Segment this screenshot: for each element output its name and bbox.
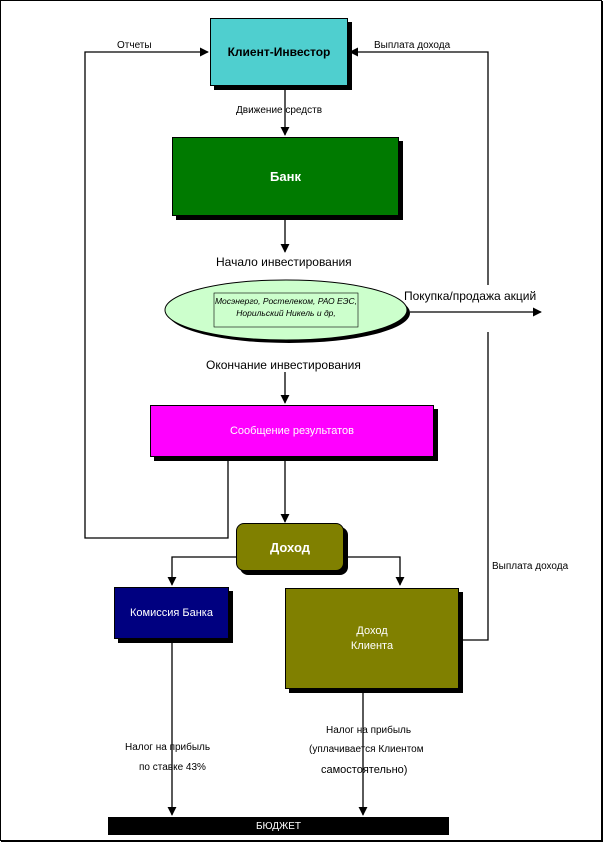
companies-inner-frame: [213, 292, 359, 328]
results-node: Сообщение результатов: [150, 405, 434, 457]
income-payment-top-label: Выплата дохода: [374, 40, 451, 51]
arrow-reports: [84, 47, 229, 539]
companies-text: Мосэнерго, Ростелеком, РАО ЕЭС, Норильск…: [214, 296, 358, 318]
bank-commission-label: Комиссия Банка: [130, 607, 213, 619]
client-tax-label-line3: самостоятельно): [321, 764, 408, 776]
arrow-income-payment-right: [461, 332, 489, 641]
bank-node: Банк: [172, 137, 399, 216]
client-investor-label: Клиент-Инвестор: [227, 45, 331, 59]
companies-ellipse-fill: [164, 279, 408, 341]
results-label: Сообщение результатов: [229, 425, 355, 437]
reports-label: Отчеты: [117, 40, 152, 51]
arrow-income-payment-top: [349, 47, 489, 285]
client-income-node: Доход Клиента: [285, 588, 459, 689]
income-label: Доход: [270, 539, 310, 555]
budget-node: БЮДЖЕТ: [108, 817, 449, 835]
investment-end-label: Окончание инвестирования: [206, 358, 361, 372]
funds-movement-label: Движение средств: [236, 105, 323, 116]
investment-start-label: Начало инвестирования: [216, 255, 352, 269]
bank-label: Банк: [270, 169, 301, 184]
bank-commission-node: Комиссия Банка: [114, 587, 229, 639]
budget-label: БЮДЖЕТ: [255, 820, 301, 832]
arrow-income-to-client: [344, 556, 405, 586]
client-tax-label-line2: (уплачивается Клиентом: [309, 744, 424, 755]
bank-tax-label-line2: по ставке 43%: [139, 762, 206, 773]
arrow-income-to-commission: [167, 556, 236, 586]
buy-sell-shares-label: Покупка/продажа акций: [404, 289, 537, 303]
income-payment-right-label: Выплата дохода: [492, 561, 569, 572]
client-income-label-line2: Клиента: [350, 639, 394, 652]
income-node: Доход: [236, 523, 344, 571]
bank-tax-label-line1: Налог на прибыль: [125, 742, 211, 753]
client-tax-label-line1: Налог на прибыль: [326, 725, 412, 736]
client-investor-node: Клиент-Инвестор: [210, 18, 348, 86]
client-income-label-line1: Доход: [356, 624, 388, 637]
